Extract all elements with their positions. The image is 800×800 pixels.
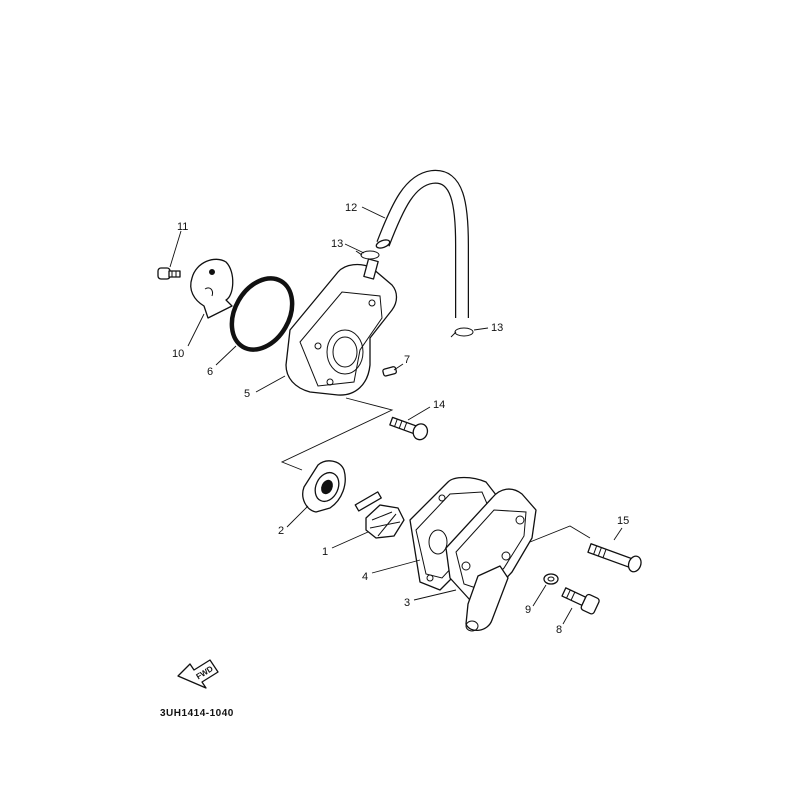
pump-housing-part [285, 258, 398, 396]
washer-part [543, 573, 559, 585]
callout-7: 7 [404, 354, 410, 366]
assembly-bracket-lines [280, 397, 591, 543]
hose-clamp-lower [450, 327, 474, 338]
bolt-15-part [587, 543, 642, 573]
drawing-code: 3UH1414-1040 [160, 708, 234, 719]
callout-3: 3 [404, 597, 410, 609]
pump-cover-part [445, 488, 537, 632]
forward-direction-arrow-icon: FWD [177, 659, 219, 689]
callout-11: 11 [177, 221, 188, 233]
screw-11-part [157, 267, 181, 280]
hose-part [375, 169, 469, 318]
plate-10-part [190, 258, 234, 319]
leader-lines [169, 206, 623, 625]
o-ring-part [229, 276, 295, 352]
dowel-pin-part [382, 366, 397, 377]
bolt-8-part [561, 587, 600, 615]
callout-4: 4 [362, 571, 368, 583]
callout-5: 5 [244, 388, 250, 400]
callout-14: 14 [433, 399, 445, 411]
callout-13-lower: 13 [491, 322, 503, 334]
bolt-14-part [389, 416, 429, 441]
callout-8: 8 [556, 624, 562, 636]
callout-15: 15 [617, 515, 629, 527]
bearing-part [302, 460, 346, 513]
callout-13-upper: 13 [331, 238, 343, 250]
callout-12: 12 [345, 202, 357, 214]
callout-6: 6 [207, 366, 213, 378]
callout-2: 2 [278, 525, 284, 537]
hose-clamp-upper [355, 250, 380, 260]
callout-10: 10 [172, 348, 184, 360]
impeller-part [354, 491, 405, 539]
callout-9: 9 [525, 604, 531, 616]
callout-1: 1 [322, 546, 328, 558]
